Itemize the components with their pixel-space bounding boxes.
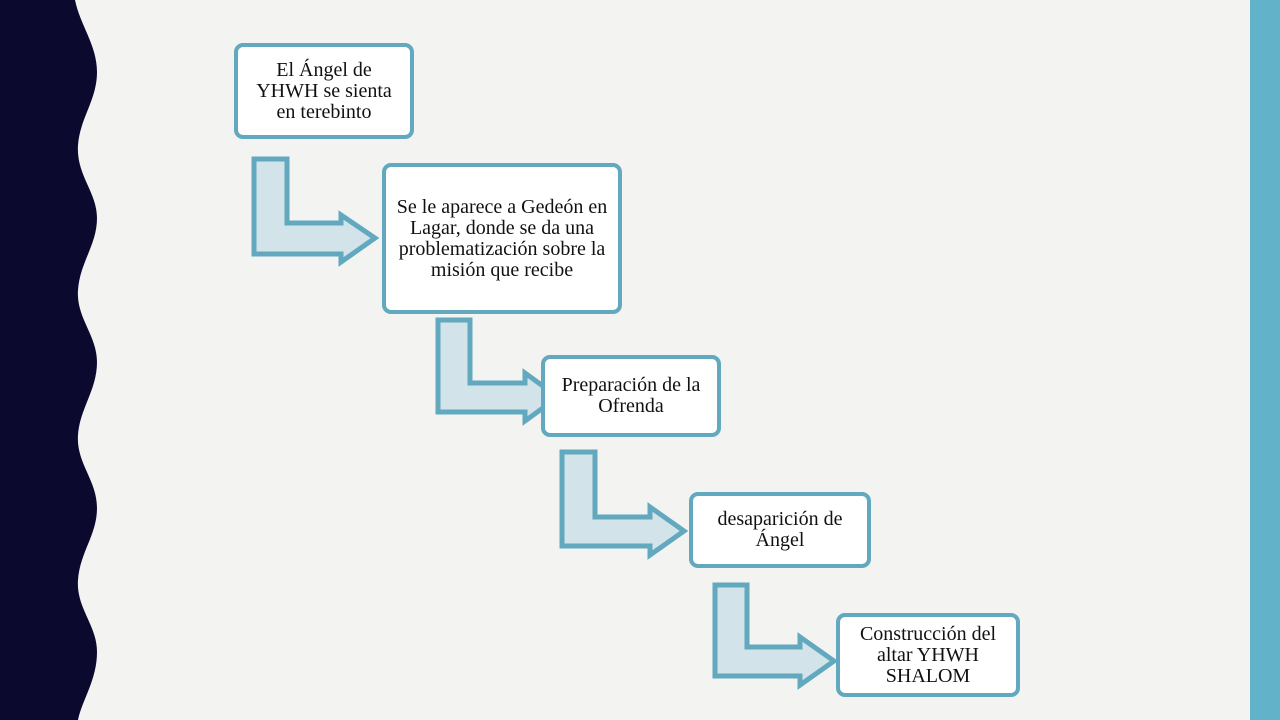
step-label-4: desaparición de Ángel [717,508,843,551]
step-box-4: desaparición de Ángel [689,492,871,568]
step-label-1: El Ángel de YHWH se sienta en terebinto [256,58,392,123]
step-box-3: Preparación de la Ofrenda [541,355,721,437]
bent-arrow-1 [251,156,380,267]
step-box-1: El Ángel de YHWH se sienta en terebinto [234,43,414,139]
bent-arrow-4 [712,582,839,690]
step-label-3: Preparación de la Ofrenda [561,374,701,417]
step-box-5: Construcción del altar YHWH SHALOM [836,613,1020,697]
step-label-2: Se le aparece a Gedeón en Lagar, donde s… [396,195,608,281]
left-wave-band [0,0,97,720]
step-box-2: Se le aparece a Gedeón en Lagar, donde s… [382,163,622,314]
step-label-5: Construcción del altar YHWH SHALOM [859,622,997,687]
right-accent-band [1250,0,1280,720]
wave-shape [0,0,97,720]
bent-arrow-2 [435,317,563,426]
bent-arrow-3 [559,449,689,560]
